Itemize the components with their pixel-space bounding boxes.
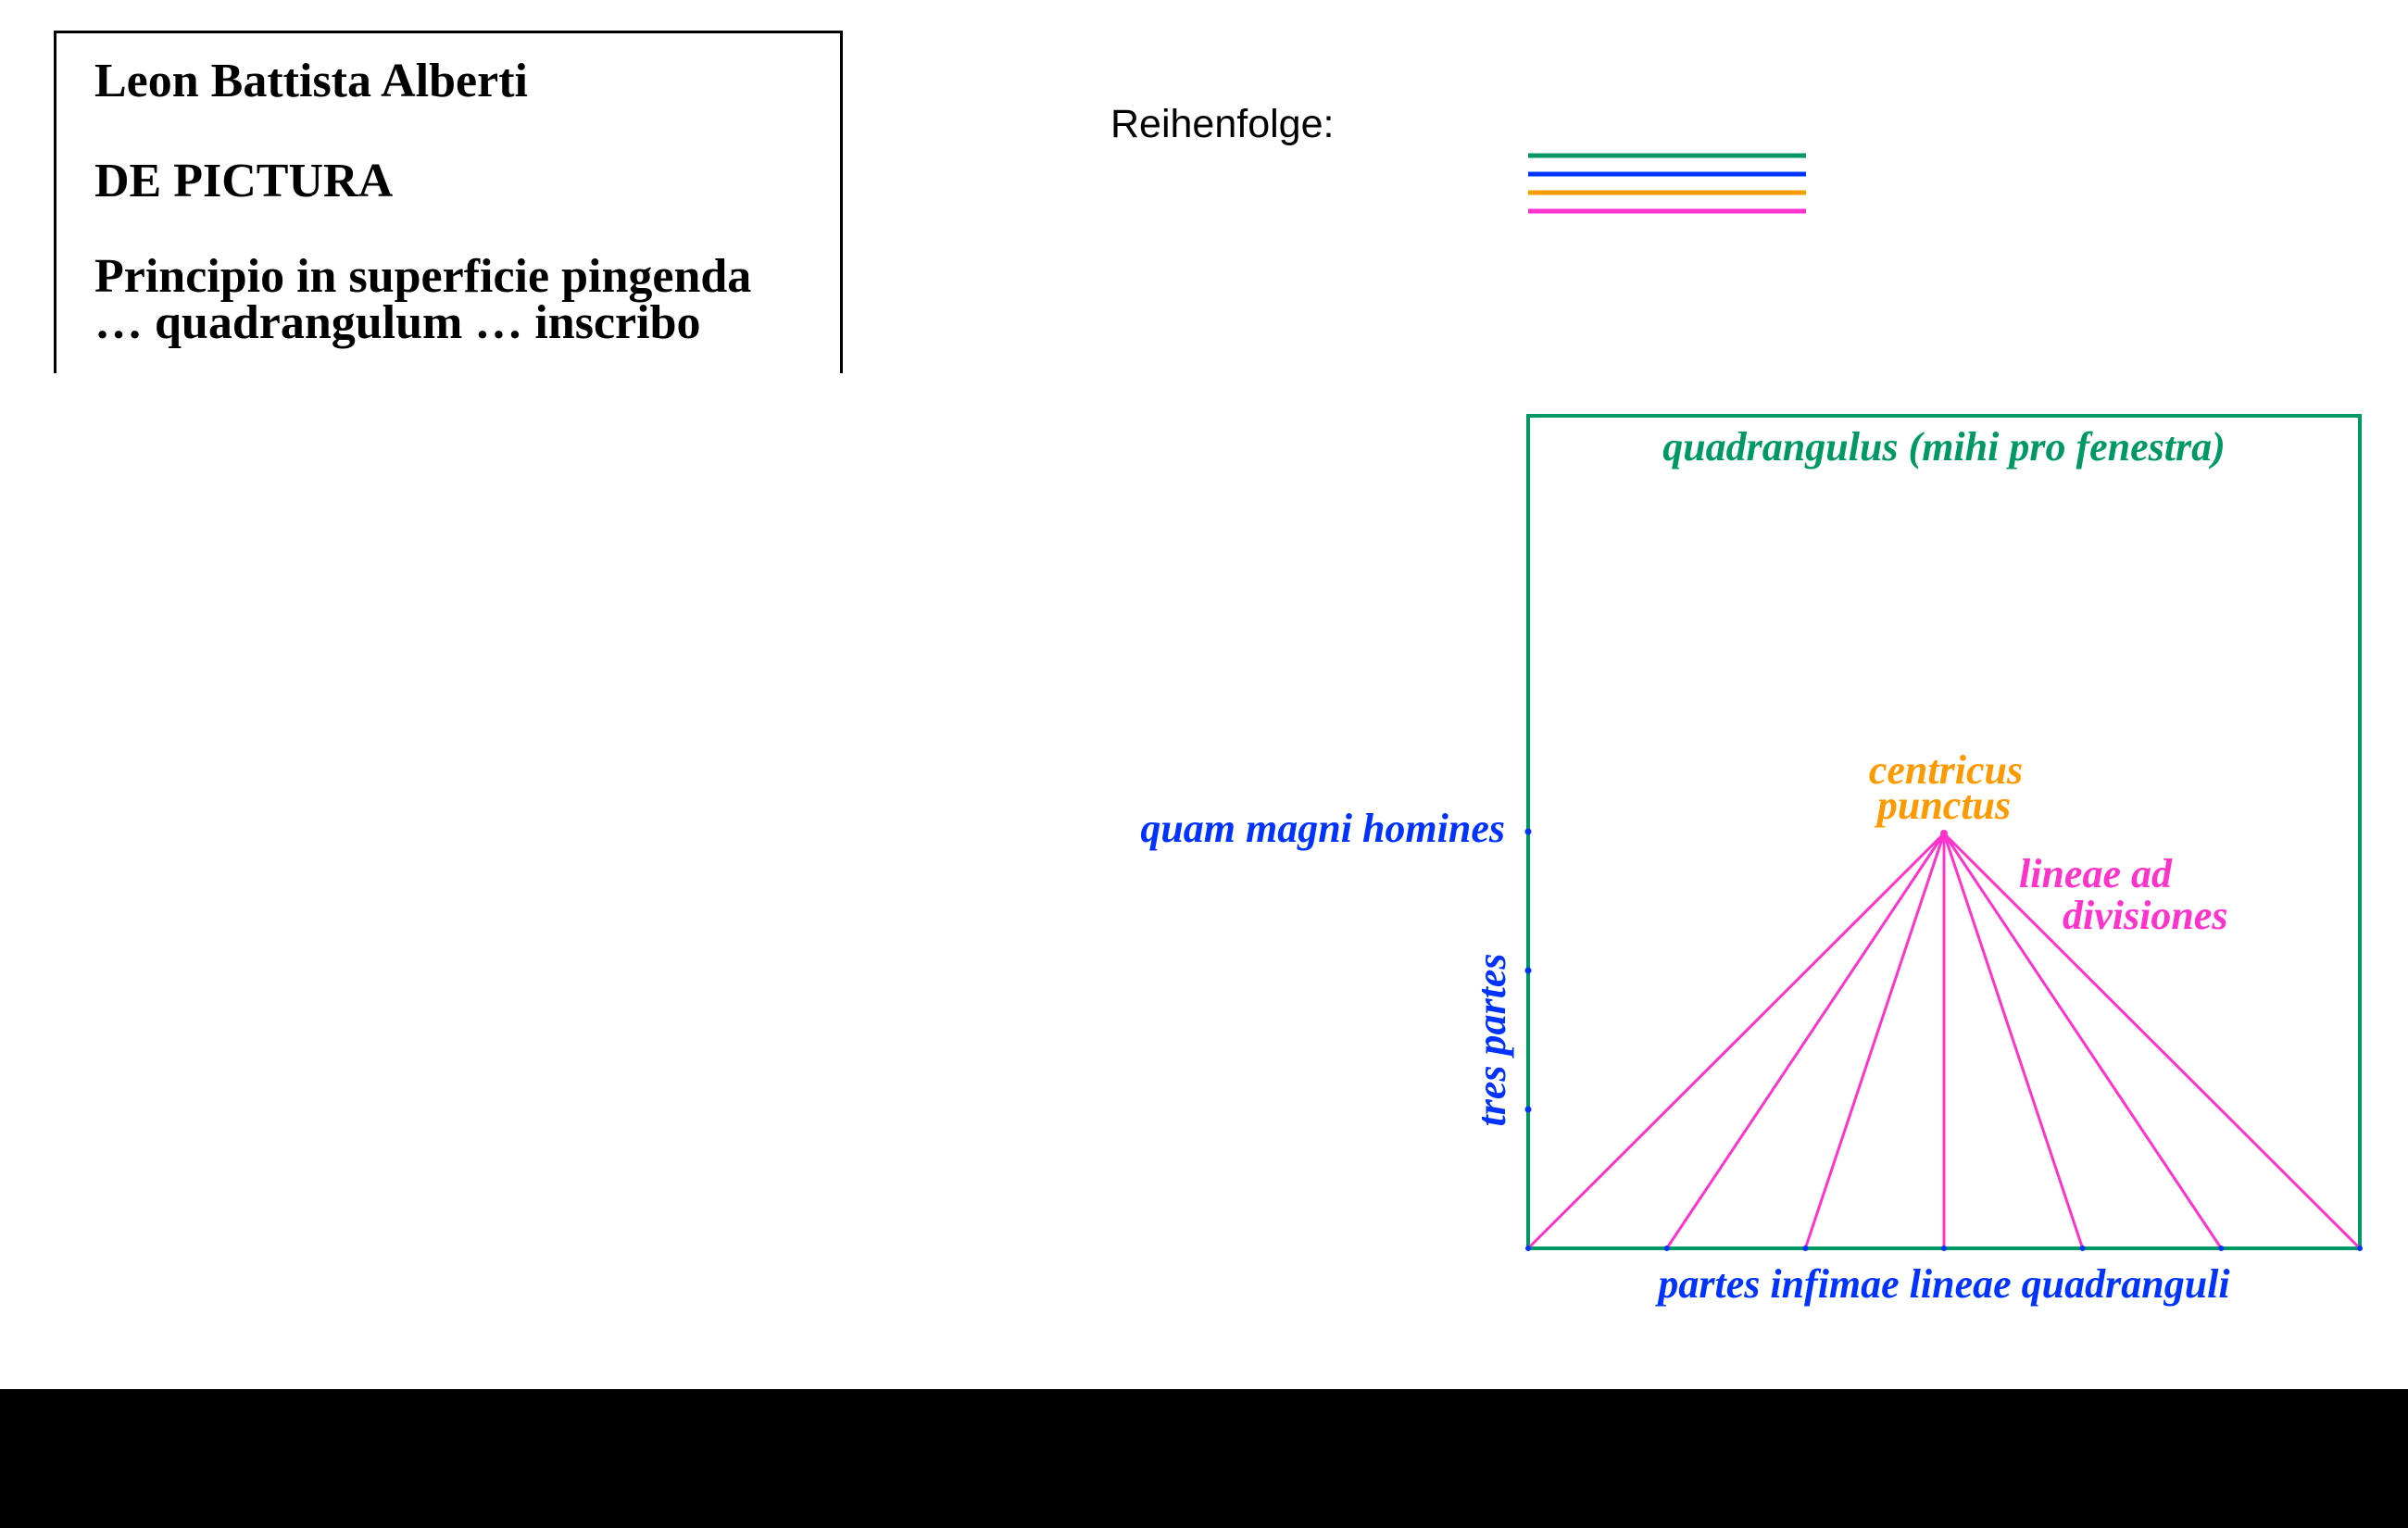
lines-label-1: lineae ad — [2019, 851, 2173, 896]
height-division-point — [1524, 828, 1532, 835]
lines-to-divisions — [1526, 832, 2362, 1250]
quote-line-1: Principio in superficie pingenda — [94, 250, 752, 303]
bottom-division-point — [1802, 1246, 1809, 1251]
bottom-division-point — [1663, 1246, 1670, 1251]
thirds-label: tres partes — [1469, 954, 1514, 1127]
bottom-division-point — [2357, 1246, 2363, 1251]
division-line — [1942, 833, 2223, 1249]
division-line — [1942, 833, 2085, 1249]
center-label-2: punctus — [1874, 783, 2011, 828]
bottom-division-point — [1941, 1246, 1947, 1251]
division-line — [1803, 833, 1946, 1249]
center-label-1: centricus — [1869, 747, 2023, 793]
division-points — [1524, 828, 2363, 1251]
bottom-label: partes infimae lineae quadranguli — [1654, 1261, 2230, 1307]
legend-color-order — [1528, 153, 1806, 214]
height-division-point — [1524, 967, 1532, 974]
title-box — [54, 31, 843, 373]
height-division-point — [1524, 1106, 1532, 1113]
bottom-division-point — [2079, 1246, 2086, 1251]
work-title: DE PICTURA — [94, 155, 394, 207]
legend-label: Reihenfolge: — [1110, 102, 1335, 146]
division-line — [1526, 832, 1946, 1250]
bottom-black-band — [0, 1389, 2408, 1528]
quote-line-2: … quadrangulum … inscribo — [94, 296, 701, 349]
lines-label-2: divisiones — [2063, 893, 2227, 938]
height-label: quam magni homines — [1140, 806, 1505, 851]
frame-label: quadrangulus (mihi pro fenestra) — [1662, 424, 2226, 470]
center-point — [1940, 830, 1948, 837]
division-line — [1665, 833, 1946, 1249]
division-line — [1942, 832, 2362, 1250]
bottom-division-point — [1525, 1246, 1531, 1251]
author-name: Leon Battista Alberti — [94, 55, 528, 107]
bottom-division-point — [2218, 1246, 2225, 1251]
